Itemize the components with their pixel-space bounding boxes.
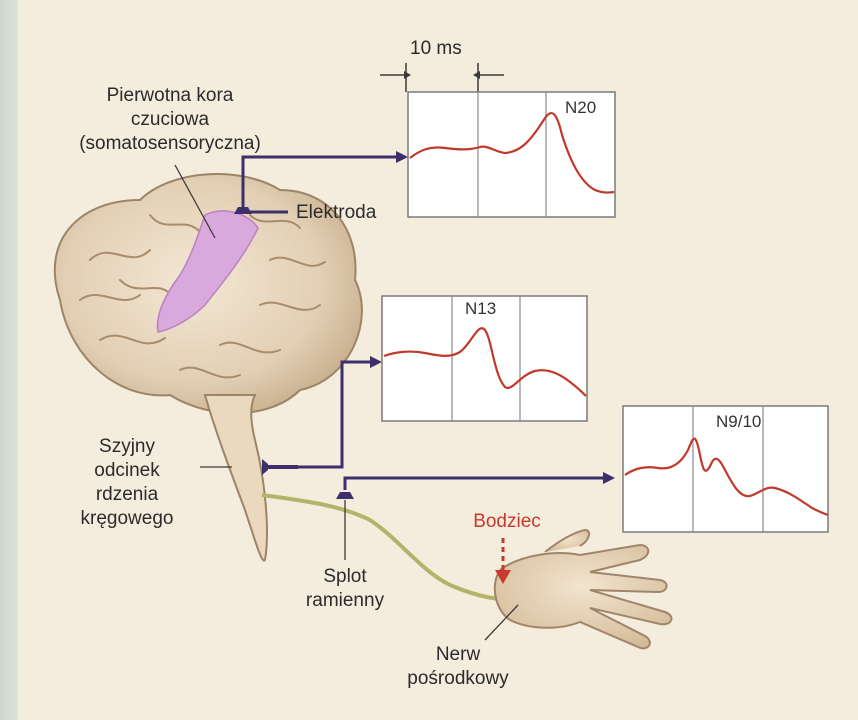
spine-label-line1: Szyjny — [99, 436, 155, 457]
time-scale-label: 10 ms — [410, 38, 462, 59]
spine-label-line3: rdzenia — [96, 484, 159, 505]
electrode-label: Elektroda — [296, 202, 377, 223]
spine-label-line4: kręgowego — [81, 508, 174, 529]
stimulus-label: Bodziec — [473, 511, 541, 532]
spine-label-line2: odcinek — [94, 460, 160, 481]
cortex-label-line2: czuciowa — [131, 109, 210, 130]
plexus-label-line1: Splot — [323, 566, 367, 587]
electrode-plexus — [336, 492, 354, 499]
electrode-spine-lead — [266, 465, 298, 469]
cortex-label-line3: (somatosensoryczna) — [79, 133, 261, 154]
trace-panel-n20: N20 — [408, 92, 615, 217]
trace-panel-n9-10: N9/10 — [623, 406, 828, 532]
peak-label-n9-10: N9/10 — [716, 412, 761, 431]
nerve-label-line2: pośrodkowy — [407, 668, 509, 689]
nerve-label-line1: Nerw — [436, 644, 481, 665]
trace-panel-n13: N13 — [382, 296, 587, 421]
time-scale: 10 ms — [380, 38, 504, 92]
cortex-label-line1: Pierwotna kora — [107, 85, 234, 106]
hand-illustration — [495, 530, 672, 648]
plexus-label-line2: ramienny — [306, 590, 385, 611]
peak-label-n20: N20 — [565, 98, 596, 117]
peak-label-n13: N13 — [465, 299, 496, 318]
